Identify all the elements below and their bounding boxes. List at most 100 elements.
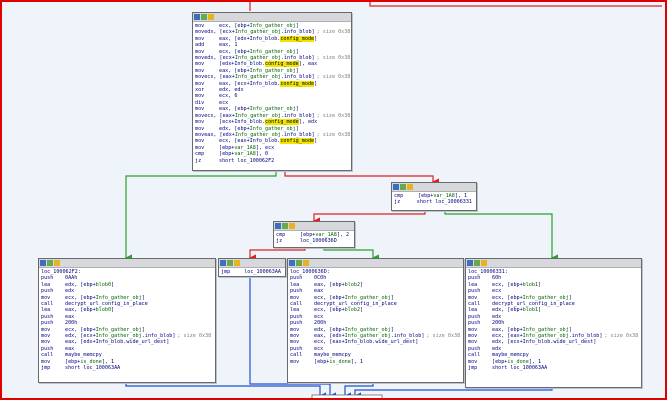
instruction-line[interactable]: mov[ebp+is_done], 1 — [290, 359, 461, 365]
instruction-line[interactable]: cmp[ebp+var_1A8], 2 — [276, 232, 352, 238]
instruction-line[interactable]: mov[ebp+var_1A8], ecx — [195, 145, 349, 151]
node-graph-icon[interactable] — [47, 260, 53, 266]
node-graph-icon[interactable] — [282, 223, 288, 229]
node-titlebar[interactable] — [274, 222, 354, 231]
node-color-icon[interactable] — [40, 260, 46, 266]
instruction-line[interactable]: mov[ebp+is_done], 1 — [41, 359, 213, 365]
node-titlebar[interactable] — [392, 183, 476, 192]
node-titlebar[interactable] — [219, 259, 285, 268]
node-graph-icon[interactable] — [296, 260, 302, 266]
node-titlebar[interactable] — [193, 13, 351, 22]
node-rename-icon[interactable] — [303, 260, 309, 266]
node-color-icon[interactable] — [275, 223, 281, 229]
node-rename-icon[interactable] — [289, 223, 295, 229]
instruction-line[interactable]: mov[edx+Info_blob.config_mode], eax — [195, 61, 349, 68]
node-rename-icon[interactable] — [481, 260, 487, 266]
node-rename-icon[interactable] — [208, 14, 214, 20]
instruction-line[interactable]: mov[ecx+Info_blob.config_mode], edx — [195, 119, 349, 126]
node-graph-icon[interactable] — [227, 260, 233, 266]
node-rename-icon[interactable] — [407, 184, 413, 190]
node-graph-icon[interactable] — [474, 260, 480, 266]
instruction-line[interactable]: cmp[ebp+var_1A8], 0 — [195, 151, 349, 157]
node-color-icon[interactable] — [393, 184, 399, 190]
node-rename-icon[interactable] — [234, 260, 240, 266]
instruction-line[interactable]: mov[ebp+is_done], 1 — [468, 359, 639, 365]
node-graph-icon[interactable] — [400, 184, 406, 190]
node-color-icon[interactable] — [194, 14, 200, 20]
node-color-icon[interactable] — [220, 260, 226, 266]
node-titlebar[interactable] — [466, 259, 641, 268]
node-color-icon[interactable] — [467, 260, 473, 266]
node-graph-icon[interactable] — [201, 14, 207, 20]
node-rename-icon[interactable] — [54, 260, 60, 266]
node-titlebar[interactable] — [288, 259, 463, 268]
node-titlebar[interactable] — [39, 259, 215, 268]
node-color-icon[interactable] — [289, 260, 295, 266]
